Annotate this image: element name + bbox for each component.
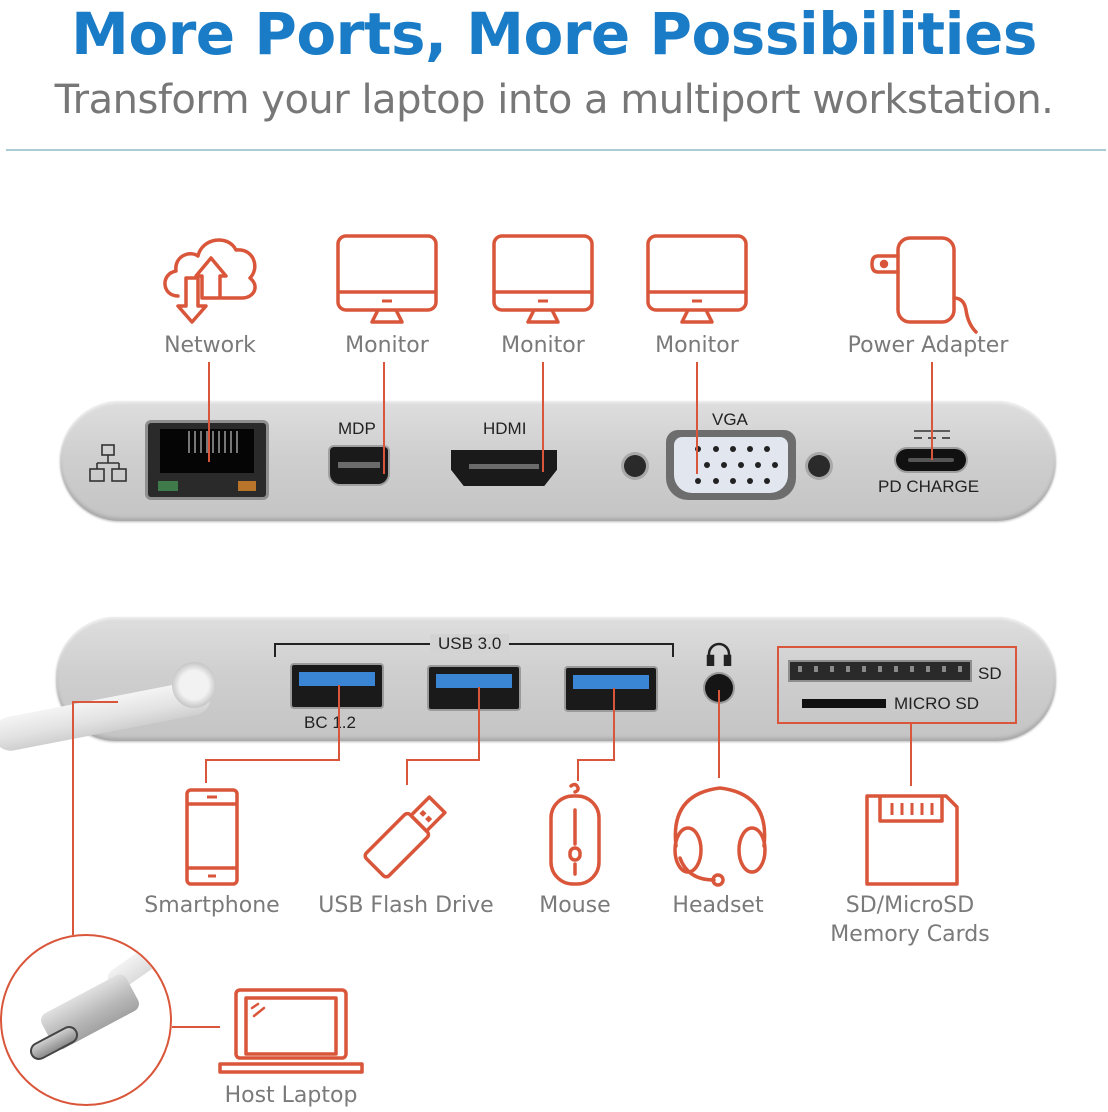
connector-line-network xyxy=(208,362,210,462)
mini-displayport-port[interactable] xyxy=(330,447,388,484)
connector-line-usb-1-h xyxy=(205,759,340,761)
connector-line-usb-1 xyxy=(338,685,340,761)
vga-screw-right xyxy=(808,455,830,477)
laptop-icon xyxy=(218,986,364,1076)
device-label-monitor-1: Monitor xyxy=(345,333,429,358)
usb-flash-drive-icon xyxy=(354,786,458,886)
connector-line-mdp xyxy=(383,362,385,474)
device-label-usb-flash-drive: USB Flash Drive xyxy=(318,893,494,918)
connector-line-mouse xyxy=(577,759,579,781)
device-label-monitor-2: Monitor xyxy=(501,333,585,358)
connector-line-smartphone xyxy=(205,759,207,783)
connector-line-usb-2-h xyxy=(406,759,480,761)
device-label-memory-cards: Memory Cards xyxy=(830,922,990,947)
page-title: More Ports, More Possibilities xyxy=(71,0,1037,68)
link-led-green xyxy=(158,481,178,491)
connector-line-flash-drive xyxy=(406,759,408,785)
connector-line-hdmi xyxy=(542,362,544,472)
card-reader-highlight xyxy=(777,646,1017,724)
mouse-icon xyxy=(547,782,603,888)
connector-line-sd xyxy=(910,724,912,786)
device-label-mouse: Mouse xyxy=(539,893,611,918)
sd-slot-label: SD xyxy=(978,664,1002,683)
connector-line-cable-h xyxy=(72,701,118,703)
microsd-slot-label: MICRO SD xyxy=(894,694,979,713)
monitor-icon xyxy=(336,234,438,326)
connector-line-host xyxy=(172,1026,220,1028)
cable-strain-relief xyxy=(172,662,216,708)
sd-card-icon xyxy=(864,793,960,887)
device-label-network: Network xyxy=(164,333,256,358)
connector-line-headset xyxy=(718,690,720,778)
vga-screw-left xyxy=(624,455,646,477)
header-divider xyxy=(6,149,1106,151)
device-label-smartphone: Smartphone xyxy=(144,893,280,918)
connector-line-vga xyxy=(696,362,698,474)
port-label-vga: VGA xyxy=(712,410,748,429)
port-label-mdp: MDP xyxy=(338,419,376,438)
device-label-power-adapter: Power Adapter xyxy=(847,333,1009,358)
page-subtitle: Transform your laptop into a multiport w… xyxy=(54,77,1054,123)
connector-line-usb-3-h xyxy=(577,759,615,761)
connector-line-usb-2 xyxy=(478,687,480,761)
vga-port[interactable] xyxy=(666,430,796,500)
monitor-icon xyxy=(492,234,594,326)
device-label-headset: Headset xyxy=(672,893,764,918)
hdmi-port[interactable] xyxy=(451,450,557,486)
microsd-card-slot[interactable] xyxy=(802,699,886,708)
headset-icon xyxy=(668,782,772,892)
sd-card-slot[interactable] xyxy=(790,662,970,680)
smartphone-icon xyxy=(185,788,239,886)
headphones-icon xyxy=(706,642,732,666)
usb-c-connector-callout xyxy=(0,934,172,1106)
usb-group-label: USB 3.0 xyxy=(430,634,510,654)
device-label-monitor-3: Monitor xyxy=(655,333,739,358)
power-adapter-icon xyxy=(868,234,978,334)
rj45-ethernet-port[interactable] xyxy=(148,423,266,497)
usb-port-3[interactable] xyxy=(566,668,656,710)
usb-port-1-label: BC 1.2 xyxy=(304,713,356,732)
device-label-sd-microsd: SD/MicroSD xyxy=(845,893,975,918)
device-label-host-laptop: Host Laptop xyxy=(224,1083,358,1108)
activity-led-amber xyxy=(238,481,256,491)
port-label-hdmi: HDMI xyxy=(483,419,527,438)
network-topology-icon xyxy=(88,443,128,483)
monitor-icon xyxy=(646,234,748,326)
connector-line-pd-charge xyxy=(931,362,933,460)
port-label-pd-charge: PD CHARGE xyxy=(878,477,980,496)
connector-line-cable-v xyxy=(72,701,74,935)
cloud-upload-download-icon xyxy=(156,226,266,326)
connector-line-usb-3 xyxy=(613,688,615,761)
usb-port-2[interactable] xyxy=(429,667,519,709)
usb-port-1[interactable] xyxy=(292,665,382,707)
usb-c-pd-charge-port[interactable] xyxy=(896,449,966,471)
